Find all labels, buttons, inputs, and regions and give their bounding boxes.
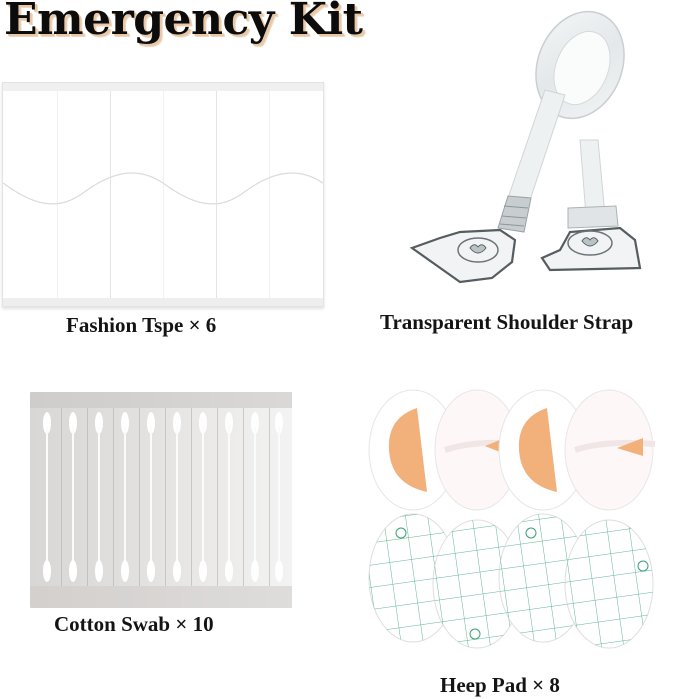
page-title: Emergency Kit <box>4 0 363 45</box>
swab-separator <box>113 408 114 586</box>
heel-pad-icon <box>368 389 656 649</box>
tape-sheet-bottom-band <box>3 298 323 306</box>
swab-icon <box>68 412 78 582</box>
tape-divider <box>163 91 164 298</box>
swab-icon <box>198 412 208 582</box>
fashion-tape-label: Fashion Tspe × 6 <box>66 313 217 337</box>
swab-separator <box>217 408 218 586</box>
swab-pack-seal <box>30 392 292 408</box>
swab-icon <box>120 412 130 582</box>
swab-separator <box>191 408 192 586</box>
heel-pad-image <box>365 388 675 660</box>
swab-separator <box>269 408 270 586</box>
fashion-tape-image <box>2 82 324 307</box>
swab-icon <box>172 412 182 582</box>
swab-icon <box>224 412 234 582</box>
shoulder-strap-image <box>400 0 670 300</box>
tape-divider <box>216 91 217 298</box>
heel-pad-label: Heep Pad × 8 <box>440 673 560 697</box>
swab-icon <box>250 412 260 582</box>
tape-wave-cut-icon <box>3 172 323 205</box>
swab-pack-seal <box>30 586 292 608</box>
tape-divider <box>110 91 111 298</box>
swab-icon <box>274 412 284 582</box>
cotton-swab-label: Cotton Swab × 10 <box>54 612 214 636</box>
cotton-swab-image <box>30 392 292 608</box>
swab-icon <box>94 412 104 582</box>
shoulder-strap-label: Transparent Shoulder Strap <box>380 310 634 334</box>
swab-icon <box>42 412 52 582</box>
tape-divider <box>269 91 270 298</box>
swab-separator <box>165 408 166 586</box>
tape-sheet-top-band <box>3 83 323 91</box>
swab-separator <box>139 408 140 586</box>
swab-icon <box>146 412 156 582</box>
swab-separator <box>243 408 244 586</box>
clear-strap-icon <box>409 10 642 284</box>
tape-divider <box>57 91 58 298</box>
swab-separator <box>61 408 62 586</box>
swab-separator <box>87 408 88 586</box>
